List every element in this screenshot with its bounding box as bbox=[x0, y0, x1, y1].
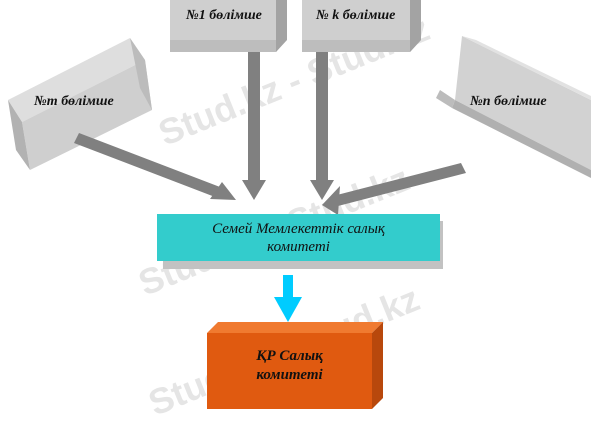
diagram-shapes bbox=[8, 0, 591, 409]
branch-box-m bbox=[8, 38, 152, 170]
branch-label-k: № k бөлімше bbox=[316, 8, 396, 23]
branch-box-n bbox=[436, 36, 591, 178]
kr-box-label: ҚР Салық комитеті bbox=[207, 347, 372, 385]
kr-label-line2: комитеті bbox=[256, 367, 323, 383]
center-box bbox=[157, 214, 440, 261]
org-diagram: Stud.kz - Stud.kz Stud.kz - Stud.kz Stud… bbox=[8, 0, 591, 423]
center-box-label: Семей Мемлекеттік салық комитеті bbox=[157, 220, 440, 256]
kr-tax-committee-box bbox=[207, 322, 383, 409]
center-label-line1: Семей Мемлекеттік салық bbox=[212, 221, 385, 237]
cyan-arrow bbox=[274, 275, 302, 322]
branch-box-1 bbox=[170, 0, 287, 52]
gray-arrows bbox=[74, 52, 466, 215]
branch-label-m: №m бөлімше bbox=[34, 94, 114, 109]
kr-label-line1: ҚР Салық bbox=[256, 348, 323, 364]
branch-box-k bbox=[302, 0, 421, 52]
branch-label-1: №1 бөлімше bbox=[186, 8, 262, 23]
center-label-line2: комитеті bbox=[267, 239, 330, 255]
branch-label-n: №n бөлімше bbox=[470, 94, 547, 109]
